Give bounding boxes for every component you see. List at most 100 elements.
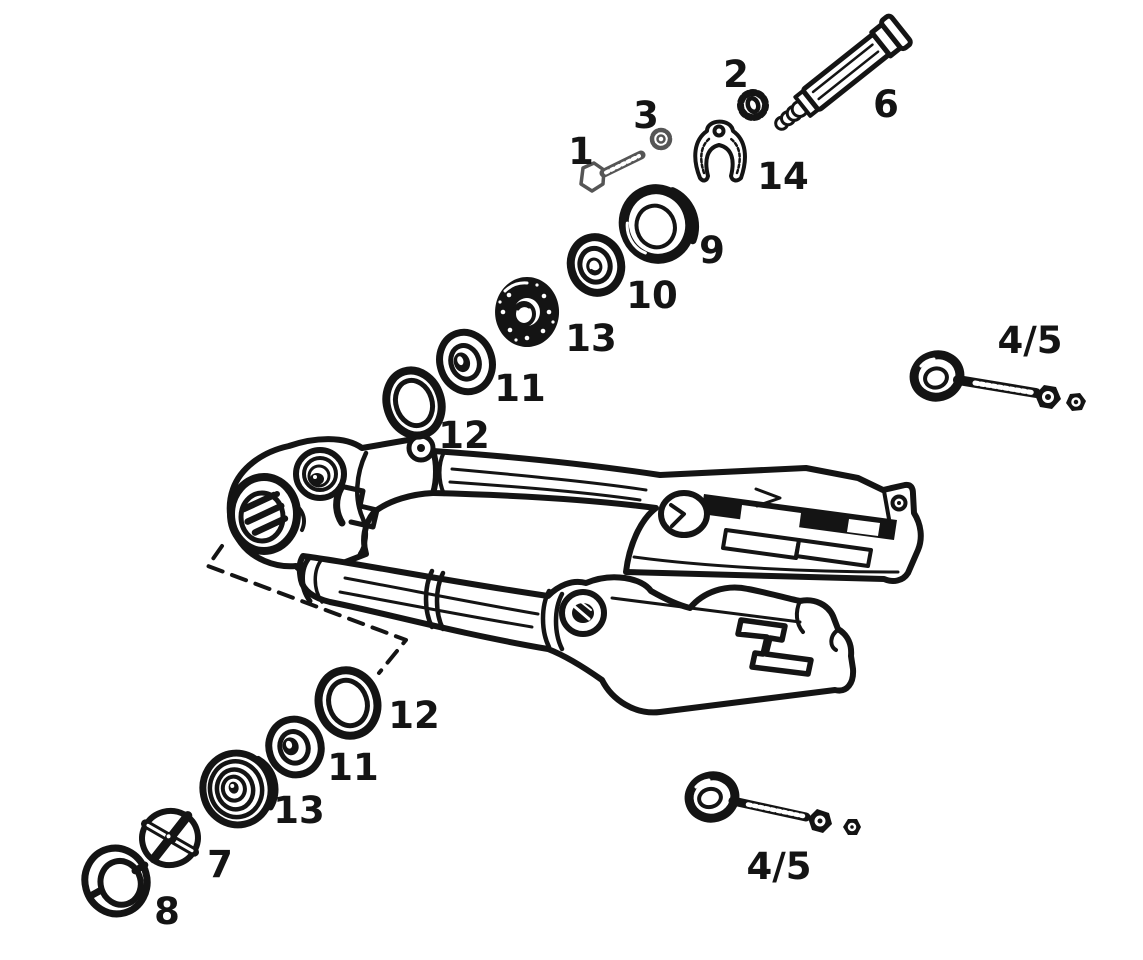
hex-nut <box>808 809 832 833</box>
axle-slot-i-shape <box>735 617 814 677</box>
part-1-bolt <box>579 150 646 193</box>
label-part-9: 9 <box>699 229 725 272</box>
bushing-bore-highlight <box>313 475 317 479</box>
part-3-nut <box>649 127 673 151</box>
part-14-lock-fork-washer <box>693 119 747 183</box>
part-2-serrated-lock-washer <box>737 89 769 121</box>
tube-collar-arc <box>434 570 446 632</box>
tube-collar-arc <box>437 450 446 496</box>
bore-highlight <box>457 356 464 366</box>
pivot-bore-grill <box>240 491 289 536</box>
assembly-guide-dashed-line <box>206 544 408 675</box>
bushing-bore <box>310 473 324 485</box>
ear-hole-dot <box>897 501 901 505</box>
tube-highlight-line <box>450 467 648 492</box>
flange-step-arc <box>668 187 700 245</box>
axle-slot-window <box>740 505 801 528</box>
housing-dot <box>274 491 280 497</box>
ring-inner <box>326 677 370 729</box>
side-shadow-arc <box>255 755 279 811</box>
part-12-dust-cap-upper <box>382 366 446 440</box>
fork-serration <box>700 137 711 175</box>
label-part-6: 6 <box>873 83 899 126</box>
eye-highlight <box>694 778 711 789</box>
ring-tab <box>86 886 105 900</box>
hex-nut <box>1035 385 1061 409</box>
neck-curve <box>355 450 369 557</box>
label-part-7: 7 <box>207 843 233 886</box>
bolt-threads <box>972 380 1035 395</box>
label-part-2: 2 <box>723 53 749 96</box>
eye-bore <box>697 786 723 810</box>
part-7-end-cap <box>139 807 201 869</box>
tube-collar-arc <box>553 591 565 652</box>
fork-serration <box>729 137 741 175</box>
hex-nut <box>1066 393 1086 411</box>
bore-slash <box>580 601 592 611</box>
label-part-8: 8 <box>154 890 180 933</box>
nut-bore <box>656 134 666 144</box>
swingarm-left-arm <box>296 553 857 716</box>
ring-highlight <box>625 221 647 255</box>
part-12-dust-cap-lower <box>314 666 382 740</box>
label-part-4-5-right: 4/5 <box>997 319 1062 362</box>
washer-teeth <box>737 89 769 121</box>
nut-bore <box>847 822 857 832</box>
bore-highlight <box>230 783 235 788</box>
front-cap-arc <box>313 557 324 604</box>
tube-highlight-line <box>338 590 534 629</box>
bolt-threads <box>604 154 641 175</box>
hub-highlight <box>166 834 171 839</box>
mount-tab-hole <box>417 444 425 452</box>
grill-bar <box>251 515 289 536</box>
bolt-threads <box>745 802 806 819</box>
callout-labels: 1 3 2 6 14 9 10 13 11 12 4/5 12 11 13 7 … <box>154 53 1062 933</box>
part-4-5-adjuster-bolt-right <box>909 350 1086 411</box>
part-10-seal-ring <box>566 233 626 297</box>
label-part-4-5-bottom: 4/5 <box>746 845 811 888</box>
bore-slash <box>573 605 591 621</box>
part-11-inner-race-upper <box>436 328 496 396</box>
eye-bore <box>923 366 949 390</box>
fork-hole <box>712 124 726 138</box>
part-13-bearing-upper <box>495 277 560 347</box>
tube-highlight-line <box>343 576 540 616</box>
label-part-14: 14 <box>757 155 809 198</box>
label-part-12-lower: 12 <box>388 694 440 737</box>
end-block-curve <box>794 599 805 634</box>
bore-crescent <box>589 267 602 274</box>
ball-crescent <box>516 304 531 311</box>
nut-bore <box>814 815 826 827</box>
part-6-pivot-bolt <box>774 13 913 131</box>
label-part-3: 3 <box>633 94 659 137</box>
chain-guide-bracket <box>337 483 380 530</box>
hex-nut <box>843 819 861 835</box>
part-9-ring-nut <box>618 184 700 264</box>
eye-highlight <box>919 357 936 368</box>
tube-collar-arc <box>423 568 435 630</box>
bolt-head-cap <box>879 13 913 52</box>
label-part-11-lower: 11 <box>327 746 379 789</box>
tube-highlight-line <box>448 480 642 502</box>
body-line <box>811 43 874 94</box>
body-line <box>817 50 880 101</box>
part-4-5-adjuster-bolt-bottom <box>684 771 861 835</box>
label-part-11-upper: 11 <box>494 367 546 410</box>
front-cap-arc <box>300 554 313 604</box>
hole-wedge-mark <box>669 503 686 528</box>
bearing-highlight <box>503 281 529 293</box>
nut-outer <box>649 127 673 151</box>
label-part-10: 10 <box>626 274 678 317</box>
adjuster-knob-curve <box>829 628 840 652</box>
tube-collar-arc <box>540 588 552 650</box>
ring-inner <box>634 203 677 250</box>
plate-top-highlight <box>610 596 802 624</box>
bearing-speckles <box>498 283 555 342</box>
swingarm-front-pivot-housing <box>226 433 439 575</box>
nut-bore <box>1071 397 1081 407</box>
ring-inner <box>392 377 436 429</box>
plate-bottom-line <box>632 555 900 574</box>
grill-bar <box>244 502 285 525</box>
grill-bar <box>240 491 278 513</box>
